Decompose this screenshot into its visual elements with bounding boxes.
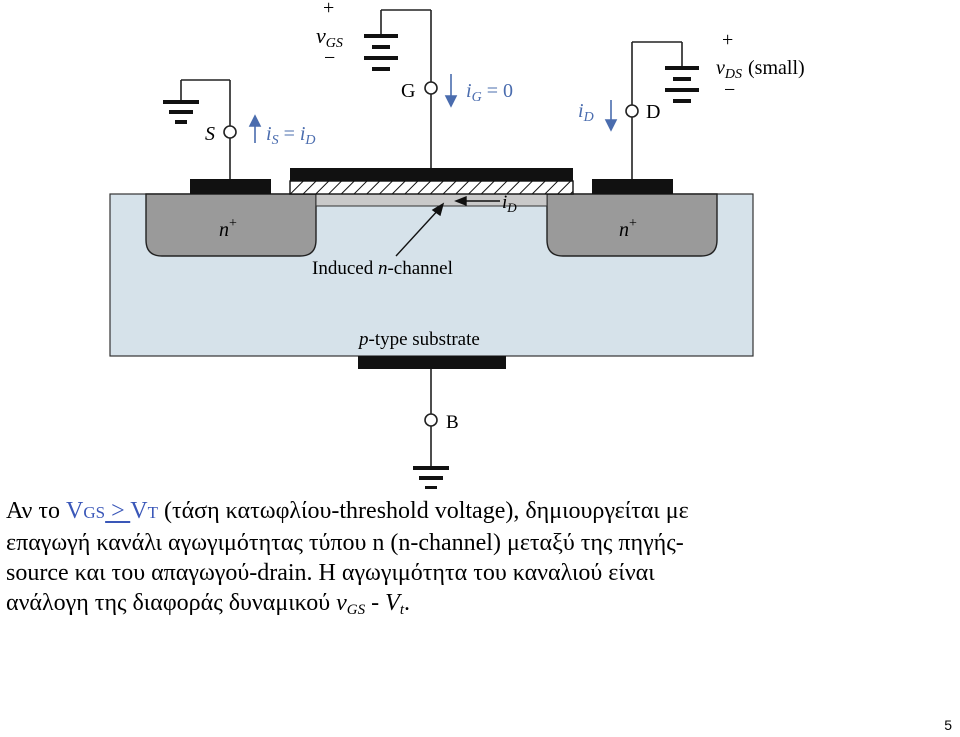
body-ground-icon — [413, 466, 449, 489]
ge-symbol: > — [105, 498, 131, 524]
drain-terminal-label: D — [646, 101, 660, 123]
drain-contact — [592, 179, 673, 194]
text-line-2: επαγωγή κανάλι αγωγιμότητας τύπου n (n-c… — [6, 530, 684, 556]
gate-terminal-node — [424, 81, 438, 95]
vds-minus-label: − — [724, 79, 735, 101]
vds-plus-label: + — [722, 29, 733, 51]
vgs-formula: vGS — [336, 590, 366, 618]
text-line-4: ανάλογη της διαφοράς δυναμικού vGS - Vt. — [6, 590, 410, 618]
drain-n-plus-region — [546, 193, 718, 257]
text-l1-pre: Αν το — [6, 498, 67, 524]
induced-channel-label: Induced n-channel — [312, 258, 453, 279]
vgs-source-symbol — [364, 34, 398, 71]
body-terminal-label: B — [446, 412, 459, 433]
vt-formula: Vt — [385, 590, 404, 618]
gate-terminal-label: G — [401, 80, 415, 102]
source-n-plus-region — [145, 193, 317, 257]
source-n-plus-label: n+ — [219, 216, 237, 241]
channel-current-label: iD — [502, 192, 517, 215]
gate-oxide — [289, 180, 574, 195]
id-left-label: iD — [578, 100, 594, 125]
vt-symbol: VT — [130, 498, 158, 524]
vds-label: vDS(small) — [716, 57, 805, 82]
text-line-3: source και του απαγωγού-drain. Η αγωγιμό… — [6, 560, 655, 586]
source-terminal-label: S — [205, 123, 215, 145]
drain-terminal-node — [625, 104, 639, 118]
source-ground-icon — [163, 100, 199, 124]
explanation-text: Αν το VGS > VT (τάση κατωφλίου-threshold… — [6, 496, 906, 618]
mosfet-diagram: + vGS − G iG = 0 S iS = iD iD D + vDS(sm… — [109, 0, 805, 489]
ig-label: iG = 0 — [466, 80, 513, 105]
page-number: 5 — [944, 717, 952, 733]
source-terminal-node — [223, 125, 237, 139]
text-line-1: Αν το VGS > VT (τάση κατωφλίου-threshold… — [6, 496, 906, 528]
substrate-label: p-type substrate — [357, 329, 480, 350]
is-label: iS = iD — [266, 123, 316, 148]
drain-n-plus-label: n+ — [619, 216, 637, 241]
vgs-label: vGS — [316, 23, 343, 51]
source-contact — [190, 179, 271, 194]
text-l1-post: (τάση κατωφλίου-threshold voltage), δημι… — [157, 498, 689, 524]
body-terminal-node — [424, 413, 438, 427]
gate-electrode — [290, 168, 573, 181]
vgs-symbol: VGS — [66, 498, 106, 524]
vgs-minus-label: − — [324, 47, 335, 69]
vgs-plus-label: + — [323, 0, 334, 19]
vds-source-symbol — [665, 66, 699, 103]
body-contact — [358, 356, 506, 369]
